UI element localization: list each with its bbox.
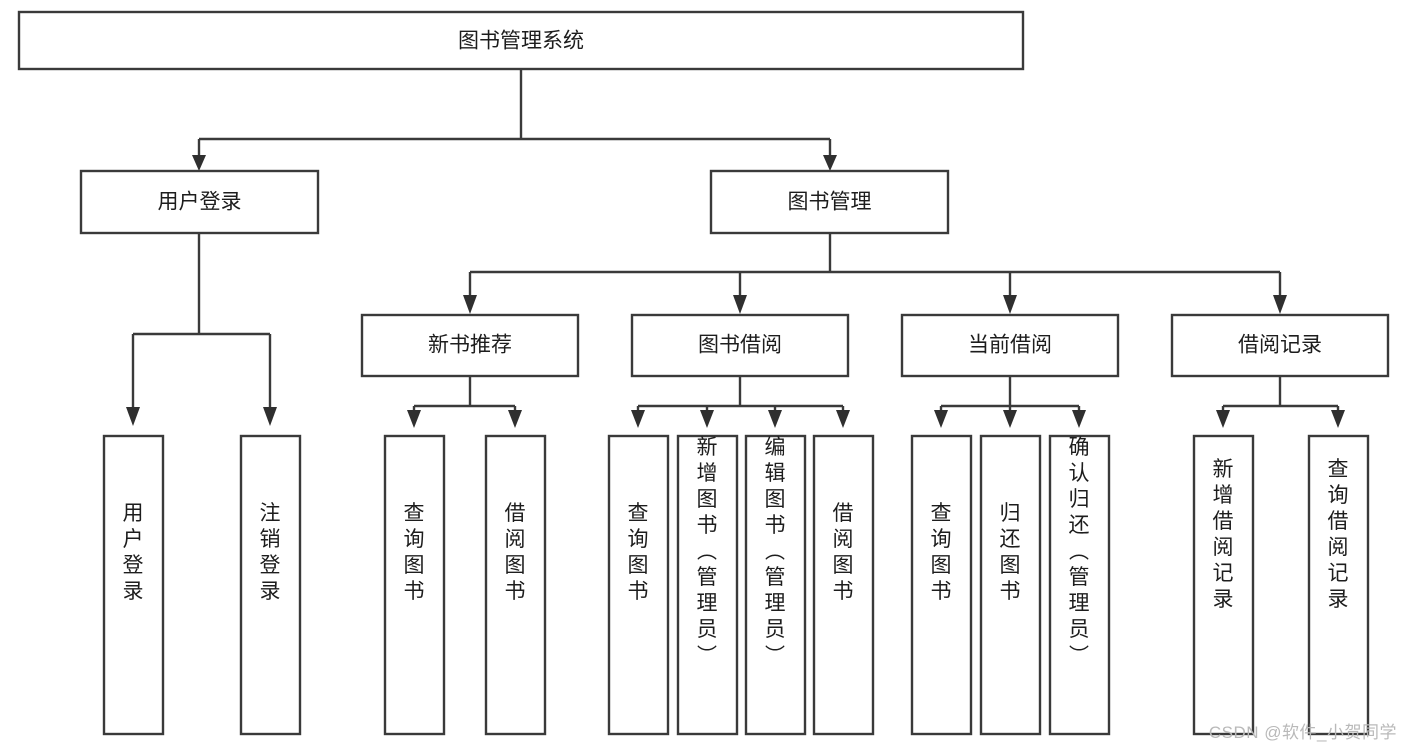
node-book-borrow[interactable]: 图书借阅 bbox=[630, 313, 850, 378]
leaf-borrowrecord-query-record-label: 查询借阅记录 bbox=[1328, 458, 1349, 611]
leaf-bookborrow-query-book-label: 查询图书 bbox=[628, 502, 649, 603]
node-root-system[interactable]: 图书管理系统 bbox=[17, 10, 1025, 71]
leaf-currentborrow-return-book-label: 归还图书 bbox=[1000, 502, 1021, 603]
leaf-bookborrow-borrow-book[interactable]: 借阅图书 bbox=[812, 434, 875, 736]
node-user-login[interactable]: 用户登录 bbox=[79, 169, 320, 235]
leaf-borrowrecord-add-record[interactable]: 新增借阅记录 bbox=[1192, 434, 1255, 736]
leaf-newbook-borrow-book-label: 借阅图书 bbox=[505, 502, 526, 603]
node-current-borrow[interactable]: 当前借阅 bbox=[900, 313, 1120, 378]
connector-currentborrow-to-leaves bbox=[934, 376, 1086, 428]
leaf-newbook-borrow-book[interactable]: 借阅图书 bbox=[484, 434, 547, 736]
node-book-management[interactable]: 图书管理 bbox=[709, 169, 950, 235]
leaf-bookborrow-add-book[interactable]: 新增图书︵管理员︶ bbox=[676, 434, 739, 736]
connector-newbook-to-leaves bbox=[407, 376, 522, 428]
node-new-book-recommend[interactable]: 新书推荐 bbox=[360, 313, 580, 378]
leaf-borrowrecord-query-record[interactable]: 查询借阅记录 bbox=[1307, 434, 1370, 736]
leaf-user-login-signout[interactable]: 注销登录 bbox=[239, 434, 302, 736]
connector-root-to-level1 bbox=[192, 69, 837, 171]
leaf-currentborrow-confirm-return[interactable]: 确认归还︵管理员︶ bbox=[1048, 434, 1111, 736]
leaf-user-login-signin[interactable]: 用户登录 bbox=[102, 434, 165, 736]
leaf-newbook-query-book[interactable]: 查询图书 bbox=[383, 434, 446, 736]
node-current-borrow-label: 当前借阅 bbox=[968, 334, 1052, 357]
leaf-bookborrow-add-book-label: 新增图书︵管理员︶ bbox=[697, 436, 718, 667]
connector-userlogin-to-leaves bbox=[126, 233, 277, 426]
leaf-currentborrow-query-book-label: 查询图书 bbox=[931, 502, 952, 603]
leaf-newbook-query-book-label: 查询图书 bbox=[404, 502, 425, 603]
node-user-login-label: 用户登录 bbox=[158, 191, 242, 214]
leaf-user-login-signin-label: 用户登录 bbox=[123, 502, 144, 603]
leaf-bookborrow-edit-book-label: 编辑图书︵管理员︶ bbox=[765, 436, 786, 667]
node-borrow-record[interactable]: 借阅记录 bbox=[1170, 313, 1390, 378]
leaf-bookborrow-edit-book[interactable]: 编辑图书︵管理员︶ bbox=[744, 434, 807, 736]
connector-bookmgmt-to-level2 bbox=[463, 233, 1287, 314]
connector-borrowrecord-to-leaves bbox=[1216, 376, 1345, 428]
leaf-currentborrow-return-book[interactable]: 归还图书 bbox=[979, 434, 1042, 736]
leaf-currentborrow-confirm-return-label: 确认归还︵管理员︶ bbox=[1069, 436, 1090, 667]
leaf-currentborrow-query-book[interactable]: 查询图书 bbox=[910, 434, 973, 736]
leaf-bookborrow-query-book[interactable]: 查询图书 bbox=[607, 434, 670, 736]
node-root-system-label: 图书管理系统 bbox=[458, 30, 584, 53]
node-new-book-recommend-label: 新书推荐 bbox=[428, 334, 512, 357]
node-book-management-label: 图书管理 bbox=[788, 191, 872, 214]
node-book-borrow-label: 图书借阅 bbox=[698, 334, 782, 357]
leaf-bookborrow-borrow-book-label: 借阅图书 bbox=[833, 502, 854, 603]
leaf-user-login-signout-label: 注销登录 bbox=[260, 502, 281, 603]
node-borrow-record-label: 借阅记录 bbox=[1238, 334, 1322, 357]
leaf-borrowrecord-add-record-label: 新增借阅记录 bbox=[1213, 458, 1234, 611]
connector-bookborrow-to-leaves bbox=[631, 376, 850, 428]
